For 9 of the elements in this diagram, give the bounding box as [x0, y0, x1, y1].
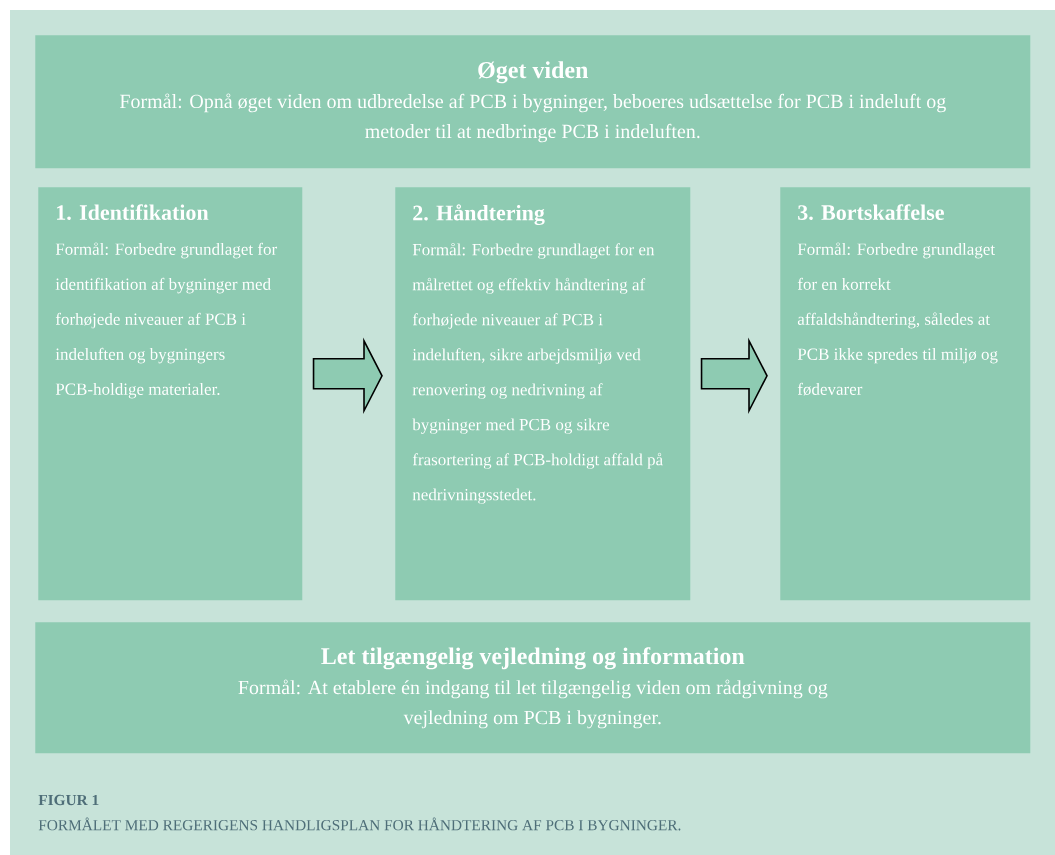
block-arrow: [312, 337, 383, 415]
text-box: Let tilgængelig vejledning og information Formål: At etablere én indgang til let tilgængelig viden om rådgivning og vejledning om PCB i bygninger.: [35, 622, 1031, 754]
text-box: 1. Identifikation Formål: Forbedre grundlaget for identifikation af bygninger med forhøjede niveauer af PCB i indeluften og bygningers PCB-holdige materialer.: [38, 187, 303, 601]
caption: FORMÅLET MED REGERIGENS HANDLIGSPLAN FOR HÅNDTERING AF PCB I BYGNINGER.: [38, 817, 681, 831]
text-box: Øget viden Formål: Opnå øget viden om udbredelse af PCB i bygninger, beboeres udsættelse for PCB i indeluft og metoder til at nedbringe PCB i indeluften.: [35, 35, 1031, 169]
text-box: 2. Håndtering Formål: Forbedre grundlaget for en målrettet og effektiv håndtering af forhøjede niveauer af PCB i indeluften, sikre arbejdsmiljø ved renovering og nedrivning af bygninger med PCB og sikre frasortering af PCB-holdigt affald på nedrivningsstedet.: [395, 187, 691, 601]
text-box: 3. Bortskaffelse Formål: Forbedre grundlaget for en korrekt affaldshåndtering, således at PCB ikke spredes til miljø og fødevarer: [780, 187, 1031, 601]
block-arrow: [700, 337, 768, 415]
figure-number: FIGUR 1: [38, 794, 99, 806]
